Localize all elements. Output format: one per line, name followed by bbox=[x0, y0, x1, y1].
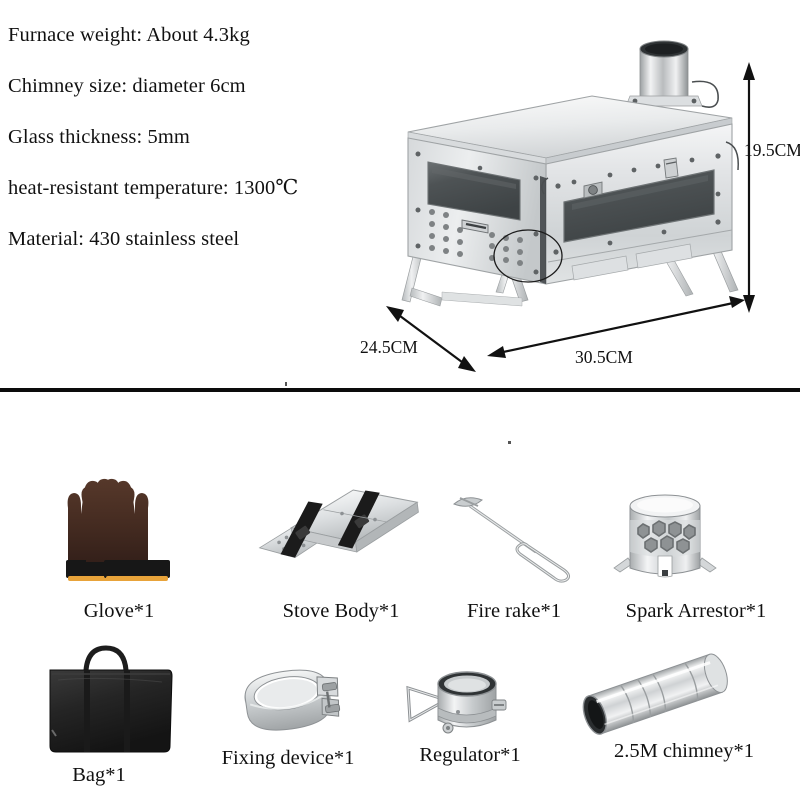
spark-arrestor-tab-left bbox=[613, 557, 633, 573]
clamp-bolt bbox=[316, 676, 341, 717]
dimension-label-height: 19.5CM bbox=[744, 140, 800, 160]
regulator-bolt bbox=[491, 699, 507, 711]
accessory-label-spark-arrestor: Spark Arrestor*1 bbox=[625, 600, 767, 622]
regulator-icon bbox=[398, 654, 514, 744]
chimney-pipe-icon bbox=[568, 648, 744, 744]
fixing-device-icon bbox=[238, 658, 354, 742]
spark-arrestor-icon bbox=[612, 484, 718, 584]
bag-strap-right bbox=[124, 670, 130, 752]
side-damper-handle bbox=[461, 219, 489, 234]
bag-icon bbox=[42, 644, 178, 762]
front-door-latch bbox=[583, 157, 679, 199]
accessory-label-fire-rake: Fire rake*1 bbox=[467, 600, 561, 622]
regulator-handle-highlight bbox=[407, 687, 448, 721]
spec-line-chimney-size: Chimney size: diameter 6cm bbox=[8, 75, 246, 97]
stove-body-icon bbox=[252, 480, 427, 580]
detail-highlight-ellipse bbox=[493, 229, 563, 283]
side-rivets bbox=[415, 151, 539, 275]
accessory-label-chimney: 2.5M chimney*1 bbox=[613, 740, 755, 762]
spec-line-glass-thickness: Glass thickness: 5mm bbox=[8, 126, 190, 148]
image-speck bbox=[508, 441, 511, 444]
front-rivets bbox=[553, 153, 721, 255]
dimension-label-depth: 24.5CM bbox=[360, 337, 418, 357]
side-wire-handle bbox=[725, 141, 739, 171]
section-divider bbox=[0, 388, 800, 392]
accessory-label-bag: Bag*1 bbox=[72, 764, 126, 786]
spec-line-material: Material: 430 stainless steel bbox=[8, 228, 240, 250]
bag-handles bbox=[83, 645, 129, 671]
accessory-label-glove: Glove*1 bbox=[83, 600, 155, 622]
front-glass-window bbox=[563, 169, 715, 243]
product-photo-stove bbox=[396, 34, 740, 334]
accessory-label-regulator: Regulator*1 bbox=[419, 744, 521, 766]
fire-rake-icon bbox=[444, 484, 580, 583]
bag-strap-left bbox=[84, 670, 90, 752]
side-air-vents bbox=[429, 209, 523, 266]
glove-right bbox=[72, 478, 170, 581]
spec-line-heat-resistance: heat-resistant temperature: 1300℃ bbox=[8, 177, 299, 199]
spec-line-furnace-weight: Furnace weight: About 4.3kg bbox=[8, 24, 250, 46]
accessory-label-fixing-device: Fixing device*1 bbox=[221, 747, 355, 769]
glove-icon bbox=[34, 472, 202, 592]
spark-arrestor-mesh bbox=[637, 520, 696, 554]
dimension-label-width: 30.5CM bbox=[575, 347, 633, 367]
specification-section: Furnace weight: About 4.3kg Chimney size… bbox=[0, 0, 800, 390]
specification-list: Furnace weight: About 4.3kg Chimney size… bbox=[8, 10, 428, 265]
accessory-label-stove-body: Stove Body*1 bbox=[282, 600, 400, 622]
spark-arrestor-tab-right bbox=[697, 557, 717, 573]
accessories-section: Glove*1 bbox=[0, 392, 800, 800]
height-dimension-arrow bbox=[743, 62, 755, 313]
left-wire-hook bbox=[541, 177, 549, 195]
image-speck bbox=[285, 382, 287, 386]
chimney-collar bbox=[625, 40, 719, 108]
